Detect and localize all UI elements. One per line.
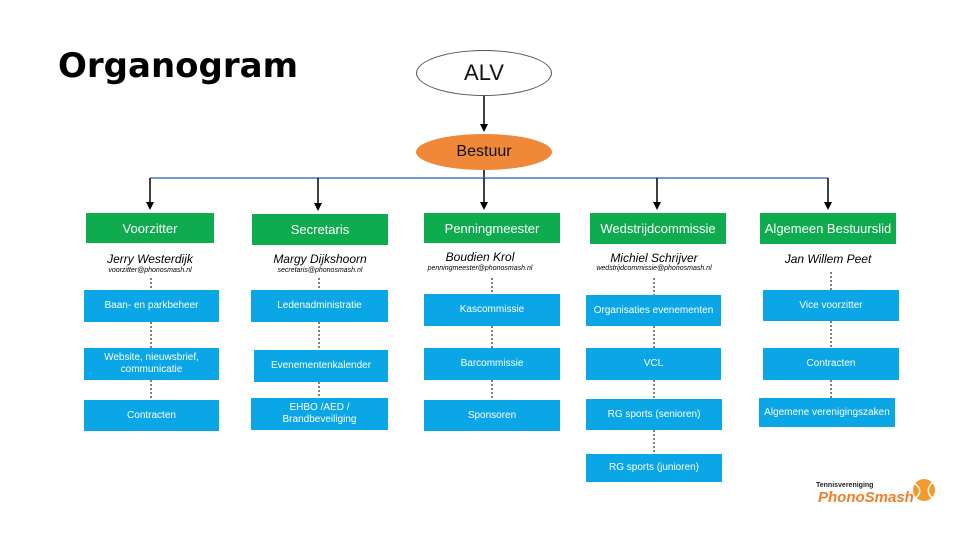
role-header-wedstrijdcommissie: Wedstrijdcommissie bbox=[590, 213, 726, 244]
person-email: voorzitter@phonosmash.nl bbox=[108, 267, 192, 274]
task-box: RG sports (junioren) bbox=[586, 454, 722, 482]
task-box: Contracten bbox=[763, 348, 899, 380]
person-name: Jerry Westerdijk bbox=[107, 252, 193, 266]
role-header-voorzitter: Voorzitter bbox=[86, 213, 214, 243]
task-box: EHBO /AED / Brandbeveiliging bbox=[251, 398, 388, 430]
alv-node: ALV bbox=[416, 50, 552, 96]
logo-club-type: Tennisvereniging bbox=[816, 482, 874, 489]
task-box: Organisaties evenementen bbox=[586, 295, 721, 326]
task-box: RG sports (senioren) bbox=[586, 399, 722, 430]
person-email: wedstrijdcommissie@phonosmash.nl bbox=[596, 265, 712, 272]
task-box: Vice voorzitter bbox=[763, 290, 899, 321]
person-email: secretaris@phonosmash.nl bbox=[277, 267, 363, 274]
club-logo: Tennisvereniging PhonoSmash bbox=[790, 474, 940, 510]
task-box: Sponsoren bbox=[424, 400, 560, 431]
person-name: Jan Willem Peet bbox=[784, 252, 872, 266]
task-box: VCL bbox=[586, 348, 721, 380]
task-box: Website, nieuwsbrief, communicatie bbox=[84, 348, 219, 380]
task-box: Algemene verenigingszaken bbox=[759, 398, 895, 427]
person-name: Margy Dijkshoorn bbox=[273, 252, 367, 266]
logo-club-name: PhonoSmash bbox=[818, 489, 914, 506]
task-box: Barcommissie bbox=[424, 348, 560, 380]
person-name: Michiel Schrijver bbox=[610, 251, 698, 265]
task-box: Kascommissie bbox=[424, 294, 560, 326]
task-box: Contracten bbox=[84, 400, 219, 431]
task-box: Evenementenkalender bbox=[254, 350, 388, 382]
tennis-ball-icon bbox=[913, 479, 935, 501]
role-header-penningmeester: Penningmeester bbox=[424, 213, 560, 243]
role-header-algemeen-bestuurslid: Algemeen Bestuurslid bbox=[760, 213, 896, 244]
person-name: Boudien Krol bbox=[445, 250, 515, 264]
bestuur-node: Bestuur bbox=[416, 134, 552, 170]
task-box: Baan- en parkbeheer bbox=[84, 290, 219, 322]
task-box: Ledenadministratie bbox=[251, 290, 388, 322]
page-title: Organogram bbox=[58, 46, 298, 86]
role-header-secretaris: Secretaris bbox=[252, 214, 388, 245]
person-email: penningmeester@phonosmash.nl bbox=[427, 265, 533, 272]
